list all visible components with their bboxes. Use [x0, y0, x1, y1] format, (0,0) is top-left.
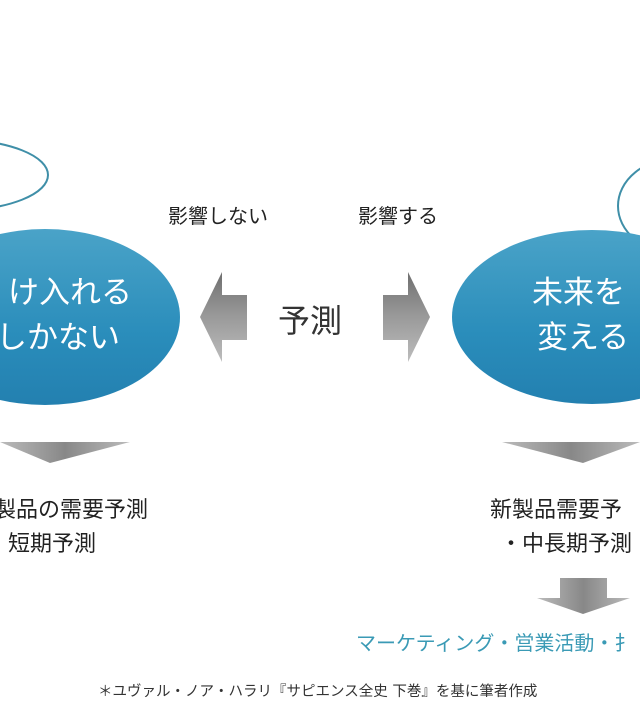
small-down-arrow	[537, 578, 630, 614]
right-outline-ellipse	[617, 167, 640, 245]
right-down-arrow	[502, 442, 640, 463]
left-ellipse-line1: け入れる	[8, 275, 132, 311]
left-down-arrow	[0, 442, 130, 463]
right-ellipse-line2: 変える	[537, 320, 630, 356]
no-influence-label: 影響しない	[168, 204, 268, 228]
left-ellipse	[0, 229, 180, 405]
prediction-label: 予測	[278, 302, 343, 340]
right-result-line2: ・中長期予測	[500, 532, 633, 557]
influence-label: 影響する	[358, 204, 438, 228]
left-result-line2: 短期予測	[8, 532, 97, 557]
left-arrow	[200, 272, 247, 362]
right-ellipse-line1: 未来を	[532, 275, 625, 311]
left-outline-ellipse	[0, 142, 49, 208]
footnote: ＊ユヴァル・ノア・ハラリ『サピエンス全史 下巻』を基に筆者作成	[98, 684, 538, 700]
left-result-line1: 製品の需要予測	[0, 498, 149, 523]
left-ellipse-line2: しかない	[0, 320, 120, 356]
right-arrow	[383, 272, 430, 362]
outcome-text: マーケティング・営業活動・扌	[356, 631, 635, 655]
right-ellipse	[452, 230, 640, 404]
right-result-line1: 新製品需要予	[490, 498, 623, 523]
